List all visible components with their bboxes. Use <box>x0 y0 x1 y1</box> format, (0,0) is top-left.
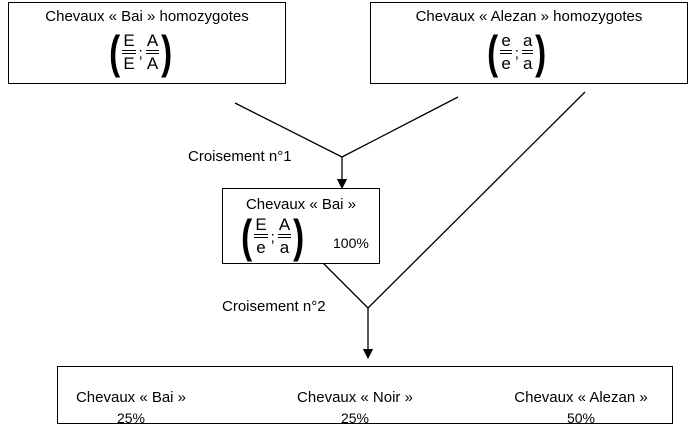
cross1-line-right <box>341 96 459 158</box>
result-percent: 50% <box>566 410 596 426</box>
allele-fraction: e e <box>500 31 512 73</box>
result-name: Chevaux « Bai » <box>75 389 187 406</box>
f1-genotype: ( E e ; A a ) <box>241 210 305 262</box>
f1-percent: 100% <box>333 235 369 251</box>
result-name: Chevaux « Alezan » <box>514 389 648 406</box>
right-paren: ) <box>161 26 173 78</box>
right-paren: ) <box>535 26 547 78</box>
parent2-box: Chevaux « Alezan » homozygotes ( e e ; a… <box>370 2 688 84</box>
parent1-genotype: ( E E ; A A ) <box>109 26 173 78</box>
result-percent: 25% <box>116 410 146 426</box>
result-bai: Chevaux « Bai » 25% <box>66 389 196 426</box>
parent1-box: Chevaux « Bai » homozygotes ( E E ; A A … <box>8 2 286 84</box>
result-alezan: Chevaux « Alezan » 50% <box>496 389 666 426</box>
right-paren: ) <box>293 210 305 262</box>
left-paren: ( <box>241 210 253 262</box>
result-name: Chevaux « Noir » <box>297 389 413 406</box>
left-paren: ( <box>487 26 499 78</box>
cross2-line-right <box>367 91 586 309</box>
cross2-label: Croisement n°2 <box>222 298 326 315</box>
allele-fraction: E E <box>122 31 136 73</box>
left-paren: ( <box>109 26 121 78</box>
parent2-genotype: ( e e ; a a ) <box>487 26 547 78</box>
cross2-line-left <box>321 261 369 309</box>
f1-title: Chevaux « Bai » <box>245 196 357 213</box>
cross1-label: Croisement n°1 <box>188 148 292 165</box>
parent1-title: Chevaux « Bai » homozygotes <box>45 8 249 25</box>
allele-fraction: E e <box>254 215 268 257</box>
result-noir: Chevaux « Noir » 25% <box>280 389 430 426</box>
allele-fraction: A a <box>277 215 292 257</box>
results-box: Chevaux « Bai » 25% Chevaux « Noir » 25%… <box>57 366 673 426</box>
result-percent: 25% <box>340 410 370 426</box>
f1-box: Chevaux « Bai » ( E e ; A a ) 100% <box>222 188 380 264</box>
allele-fraction: A A <box>145 31 160 73</box>
parent2-title: Chevaux « Alezan » homozygotes <box>415 8 643 25</box>
allele-fraction: a a <box>521 31 534 73</box>
cross1-line-left <box>234 102 343 158</box>
